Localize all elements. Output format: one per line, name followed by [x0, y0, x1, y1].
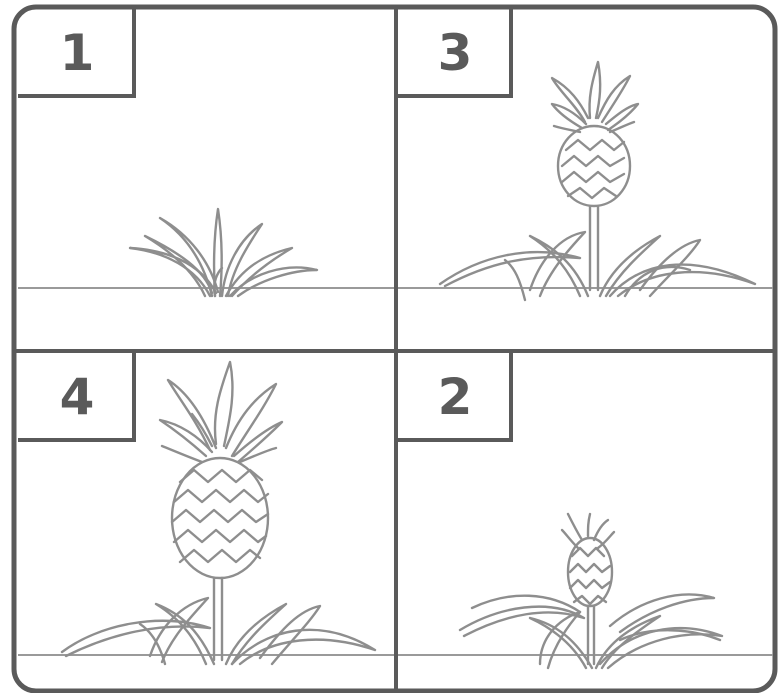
stage-number-label: 1	[20, 11, 134, 95]
stage-number-label: 4	[20, 355, 134, 439]
stage-number-label: 2	[398, 355, 512, 439]
stage-number-label: 3	[398, 11, 512, 95]
